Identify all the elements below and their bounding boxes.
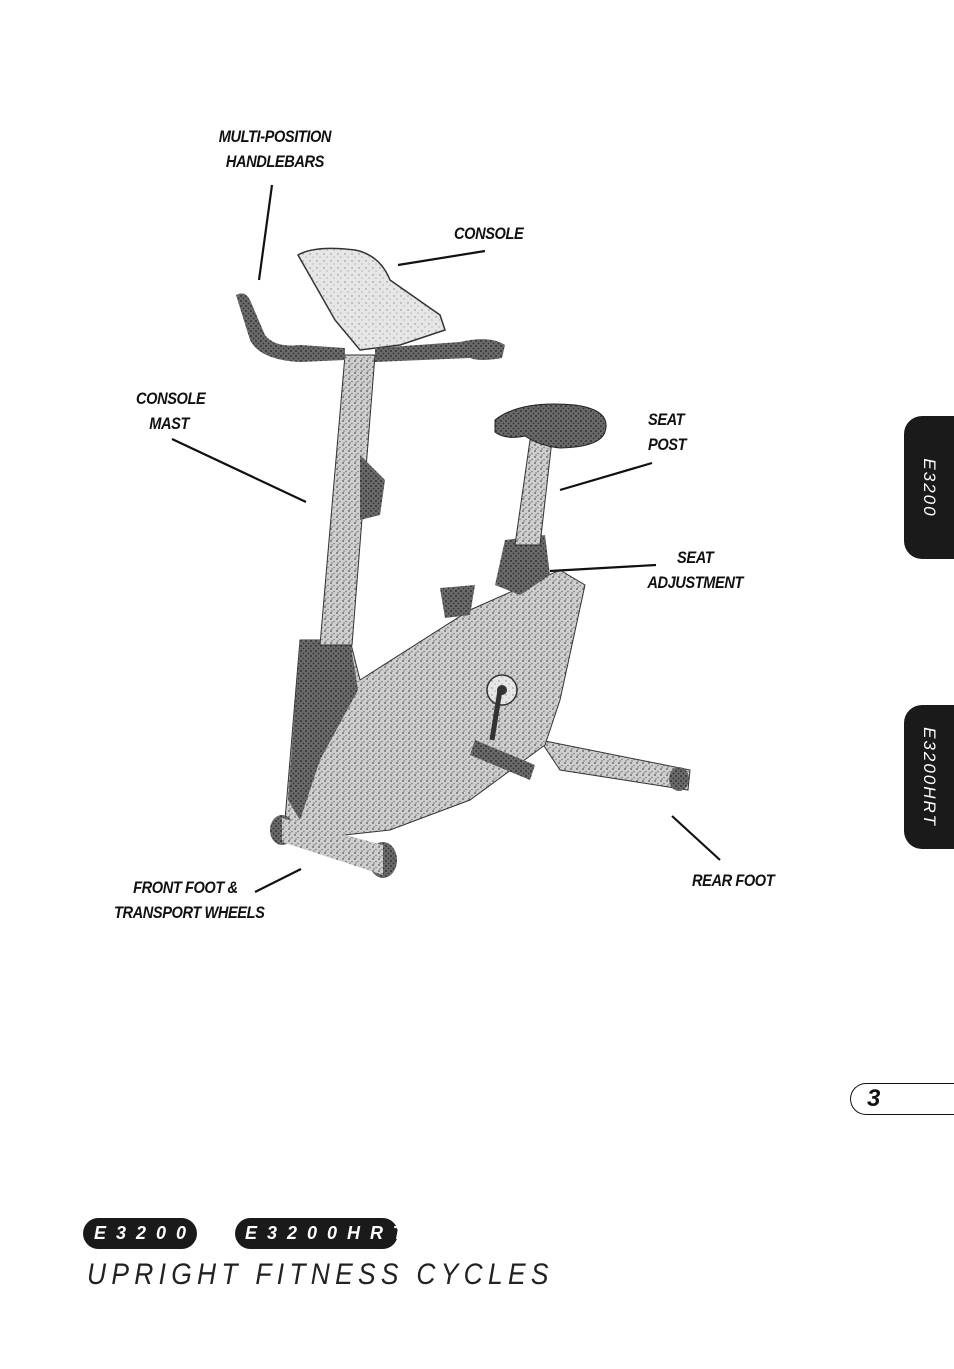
label-line: POST: [648, 435, 687, 454]
console: [296, 247, 446, 351]
label-console-mast: CONSOLE MAST: [136, 386, 206, 436]
handlebar-left: [236, 293, 345, 362]
label-line: MULTI-POSITION: [218, 127, 332, 146]
side-tab-e3200[interactable]: E3200: [904, 416, 954, 559]
front-shroud: [288, 640, 358, 820]
pedal-left: [440, 585, 475, 618]
pedal: [470, 740, 535, 780]
label-seat-adjustment: SEAT ADJUSTMENT: [647, 545, 743, 595]
page-number-box: 3: [850, 1083, 954, 1115]
seat: [494, 403, 607, 449]
seat-shroud: [495, 535, 550, 595]
label-line: HANDLEBARS: [225, 152, 324, 171]
side-tab-e3200hrt[interactable]: E3200HRT: [904, 705, 954, 849]
label-line: REAR FOOT: [692, 871, 775, 890]
footer-title: UPRIGHT FITNESS CYCLES: [87, 1258, 554, 1291]
label-console: CONSOLE: [454, 221, 524, 246]
leader-lines: [171, 184, 721, 893]
page-number: 3: [867, 1085, 881, 1112]
label-line: SEAT: [677, 548, 714, 567]
model-badge-e3200: E3200: [83, 1218, 197, 1249]
handlebar-right: [375, 339, 505, 362]
front-foot: [282, 818, 383, 875]
side-tab-label: E3200HRT: [920, 727, 939, 827]
label-line: CONSOLE: [454, 224, 524, 243]
label-line: MAST: [149, 414, 189, 433]
upright-cycle-illustration: [171, 184, 721, 893]
crank-arm: [489, 689, 503, 741]
label-line: FRONT FOOT &: [133, 878, 238, 897]
side-tab-label: E3200: [920, 457, 939, 518]
console-mast: [319, 354, 376, 646]
label-multi-position-handlebars: MULTI-POSITION HANDLEBARS: [216, 124, 334, 174]
label-front-foot: FRONT FOOT & TRANSPORT WHEELS: [114, 875, 265, 925]
label-seat-post: SEAT POST: [648, 407, 687, 457]
model-badge-e3200hrt: E3200HRT: [235, 1218, 404, 1249]
rear-foot-bar: [538, 739, 691, 791]
bottle-holder: [360, 455, 385, 520]
seat-post: [514, 439, 553, 546]
label-line: ADJUSTMENT: [647, 573, 743, 592]
label-line: TRANSPORT WHEELS: [114, 903, 265, 922]
label-line: CONSOLE: [136, 389, 206, 408]
rear-foot-cap: [669, 767, 689, 791]
label-line: SEAT: [648, 410, 685, 429]
label-rear-foot: REAR FOOT: [692, 868, 775, 893]
